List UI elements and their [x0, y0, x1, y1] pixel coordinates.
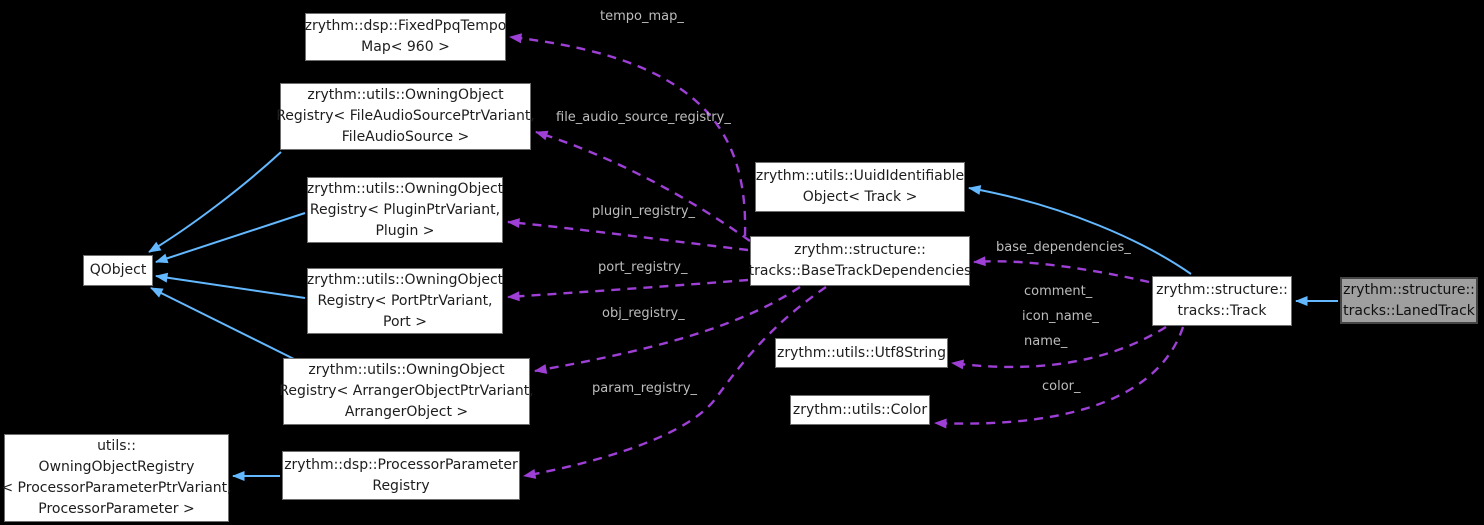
node-line: zrythm::structure:: — [794, 242, 926, 258]
node-line: QObject — [89, 262, 147, 278]
node-fixed-ppq-tempo-map[interactable]: zrythm::dsp::FixedPpqTempo Map< 960 > — [305, 13, 506, 61]
node-line: zrythm::utils::OwningObject — [308, 362, 505, 378]
usage-edge-comment-iconname-name — [951, 325, 1167, 370]
node-line: Port > — [383, 313, 427, 330]
node-laned-track: zrythm::structure:: tracks::LanedTrack — [1340, 277, 1478, 324]
node-uuid-identifiable-object[interactable]: zrythm::utils::UuidIdentifiable Object< … — [755, 162, 965, 212]
node-line: zrythm::dsp::FixedPpqTempo — [304, 18, 507, 34]
node-qobject[interactable]: QObject — [83, 255, 153, 286]
node-line: zrythm::utils::Utf8String — [776, 344, 947, 361]
node-line: ProcessorParameter > — [38, 501, 195, 517]
node-processor-parameter-registry[interactable]: zrythm::dsp::ProcessorParameter Registry — [282, 451, 520, 500]
edge-label-file-audio-source-registry: file_audio_source_registry_ — [556, 110, 731, 125]
node-line: zrythm::utils::OwningObject — [306, 180, 504, 197]
node-line: zrythm::utils::UuidIdentifiable — [755, 168, 965, 184]
node-line: Registry< FileAudioSourcePtrVariant, — [276, 108, 535, 124]
node-line: tracks::LanedTrack — [1343, 302, 1475, 319]
node-line: Registry< ArrangerObjectPtrVariant, — [279, 383, 534, 399]
edge-label-color: color_ — [1042, 379, 1081, 394]
node-plugin-registry[interactable]: zrythm::utils::OwningObject Registry< Pl… — [307, 177, 503, 243]
node-line: Plugin > — [375, 222, 435, 239]
node-line: utils:: — [97, 438, 136, 454]
usage-edge-tempo-map — [509, 33, 747, 237]
usage-edge-port-registry — [507, 278, 749, 302]
node-color[interactable]: zrythm::utils::Color — [790, 395, 930, 425]
node-line: zrythm::structure:: — [1156, 282, 1288, 298]
node-track[interactable]: zrythm::structure:: tracks::Track — [1152, 276, 1292, 326]
node-arranger-object-registry[interactable]: zrythm::utils::OwningObject Registry< Ar… — [279, 358, 534, 425]
edge-label-tempo-map: tempo_map_ — [600, 9, 684, 24]
edge-label-port-registry: port_registry_ — [598, 260, 688, 275]
edge-label-icon-name: icon_name_ — [1022, 309, 1099, 324]
node-line: < ProcessorParameterPtrVariant, — [1, 480, 232, 496]
node-line: tracks::Track — [1177, 303, 1267, 319]
node-line: zrythm::structure:: — [1343, 281, 1475, 298]
node-port-registry[interactable]: zrythm::utils::OwningObject Registry< Po… — [307, 268, 503, 334]
edge-label-comment: comment_ — [1024, 284, 1093, 299]
node-line: zrythm::utils::Color — [792, 401, 928, 418]
inheritance-edge-arrangerreg-qobject — [150, 287, 297, 361]
node-line: zrythm::utils::OwningObject — [306, 271, 504, 288]
node-line: tracks::BaseTrackDependencies — [748, 263, 972, 279]
inheritance-edge-pluginreg-qobject — [155, 212, 306, 264]
inheritance-edge-portreg-qobject — [155, 272, 306, 299]
edge-label-param-registry: param_registry_ — [592, 381, 698, 396]
node-line: zrythm::utils::OwningObject — [307, 87, 504, 103]
usage-edge-color — [934, 326, 1185, 429]
usage-edge-base-dependencies — [973, 256, 1150, 284]
node-owning-object-registry-processor-parameter[interactable]: utils:: OwningObjectRegistry < Processor… — [1, 434, 232, 522]
inheritance-edge-filereg-qobject — [148, 151, 282, 253]
edge-label-name: name_ — [1024, 334, 1068, 349]
node-line: Map< 960 > — [361, 39, 450, 55]
edge-label-plugin-registry: plugin_registry_ — [592, 204, 696, 219]
node-file-audio-source-registry[interactable]: zrythm::utils::OwningObject Registry< Fi… — [276, 83, 535, 150]
node-line: Registry< PortPtrVariant, — [317, 292, 493, 309]
usage-edge-param-registry — [523, 286, 827, 479]
node-utf8-string[interactable]: zrythm::utils::Utf8String — [775, 338, 948, 368]
node-line: Registry — [372, 477, 430, 494]
edge-label-obj-registry: obj_registry_ — [602, 306, 685, 321]
inheritance-edge-track-uuidobject — [968, 185, 1192, 275]
node-line: Object< Track > — [802, 189, 918, 205]
usage-edge-plugin-registry — [507, 218, 749, 252]
edge-label-base-dependencies: base_dependencies_ — [996, 240, 1131, 255]
node-line: zrythm::dsp::ProcessorParameter — [284, 456, 518, 473]
node-base-track-dependencies[interactable]: zrythm::structure:: tracks::BaseTrackDep… — [748, 236, 972, 286]
node-line: Registry< PluginPtrVariant, — [309, 201, 501, 218]
node-line: FileAudioSource > — [341, 129, 470, 145]
node-line: ArrangerObject > — [344, 404, 469, 420]
usage-edge-file-audio-source-registry — [535, 130, 751, 242]
usage-edge-obj-registry — [534, 285, 801, 374]
node-line: OwningObjectRegistry — [38, 459, 195, 475]
